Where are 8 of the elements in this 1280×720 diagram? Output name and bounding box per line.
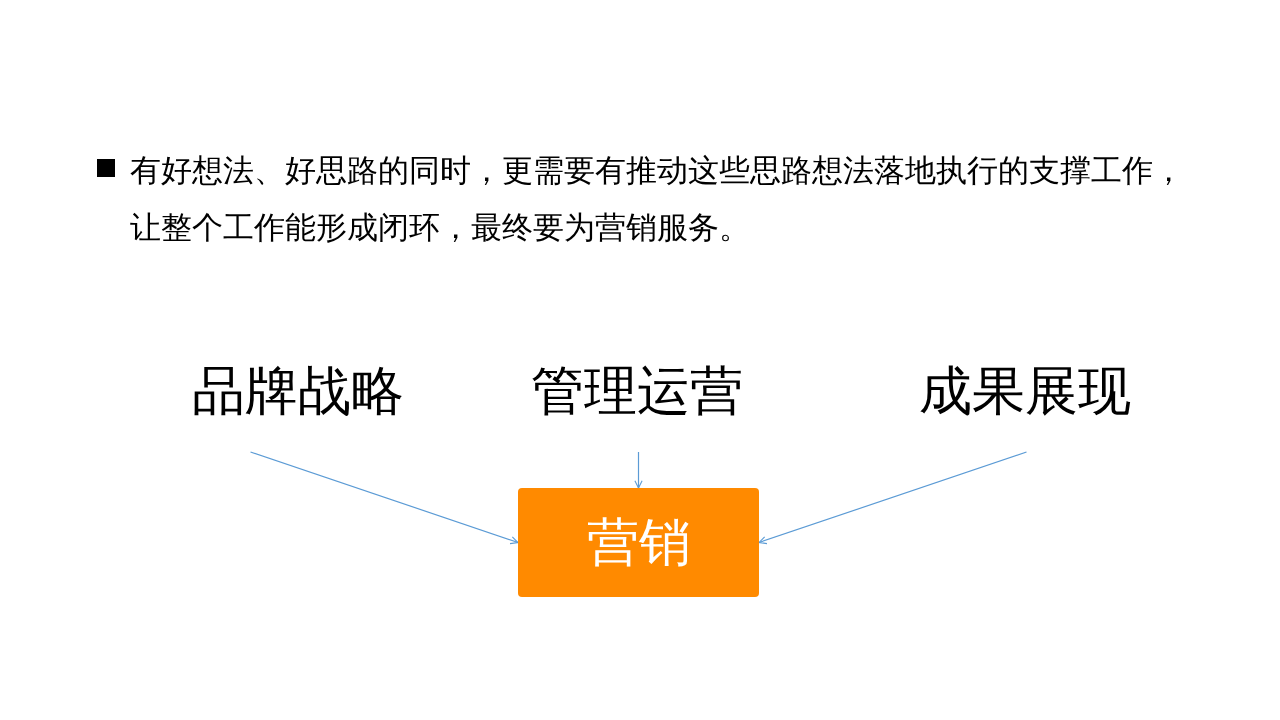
arrow [758,451,1028,545]
arrow [634,451,643,489]
topic-label: 管理运营 [519,364,754,417]
arrow [249,451,519,545]
process-box: 营销 [518,488,759,597]
topic-label: 成果展现 [907,364,1142,417]
bullet-text: 有好想法、好思路的同时，更需要有推动这些思路想法落地执行的支撑工作，让整个工作能形成闭环，最终要为营销服务。 [130,152,1185,247]
topic-label: 品牌战略 [180,364,415,417]
